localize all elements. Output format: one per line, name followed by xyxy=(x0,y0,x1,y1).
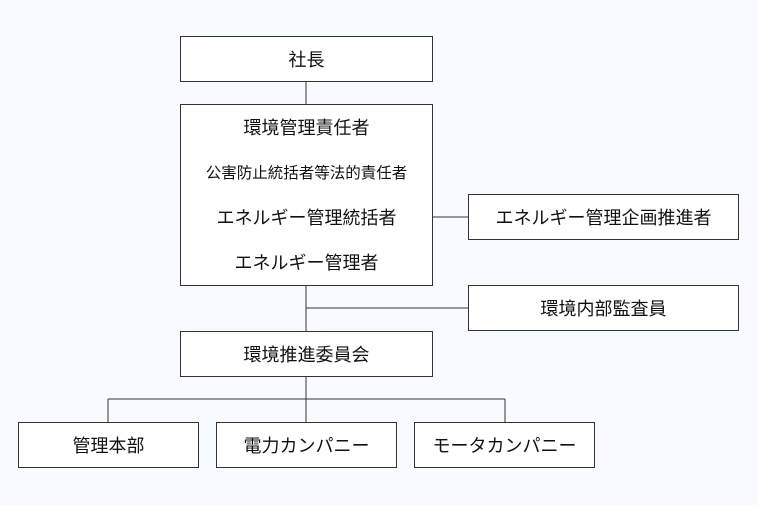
energy-manager-box: エネルギー管理者 xyxy=(180,239,433,286)
pollution-manager-label: 公害防止統括者等法的責任者 xyxy=(205,163,408,182)
env-manager-label: 環境管理責任者 xyxy=(243,118,370,139)
internal-auditor-box: 環境内部監査員 xyxy=(468,285,739,331)
division-box-admin: 管理本部 xyxy=(18,422,199,468)
division-label: 管理本部 xyxy=(72,436,145,457)
energy-planner-box: エネルギー管理企画推進者 xyxy=(468,194,739,240)
president-box: 社長 xyxy=(180,36,433,82)
division-box-power: 電力カンパニー xyxy=(216,422,397,468)
division-label: 電力カンパニー xyxy=(243,436,370,457)
president-label: 社長 xyxy=(288,50,325,71)
pollution-manager-box: 公害防止統括者等法的責任者 xyxy=(180,149,433,195)
internal-auditor-label: 環境内部監査員 xyxy=(540,299,667,320)
env-manager-box: 環境管理責任者 xyxy=(180,104,433,150)
energy-manager-label: エネルギー管理者 xyxy=(234,253,379,274)
energy-planner-label: エネルギー管理企画推進者 xyxy=(495,208,712,229)
division-label: モータカンパニー xyxy=(432,436,577,457)
energy-supervisor-box: エネルギー管理統括者 xyxy=(180,194,433,240)
committee-label: 環境推進委員会 xyxy=(243,345,370,366)
division-box-motor: モータカンパニー xyxy=(414,422,595,468)
energy-supervisor-label: エネルギー管理統括者 xyxy=(216,207,397,229)
committee-box: 環境推進委員会 xyxy=(180,331,433,377)
